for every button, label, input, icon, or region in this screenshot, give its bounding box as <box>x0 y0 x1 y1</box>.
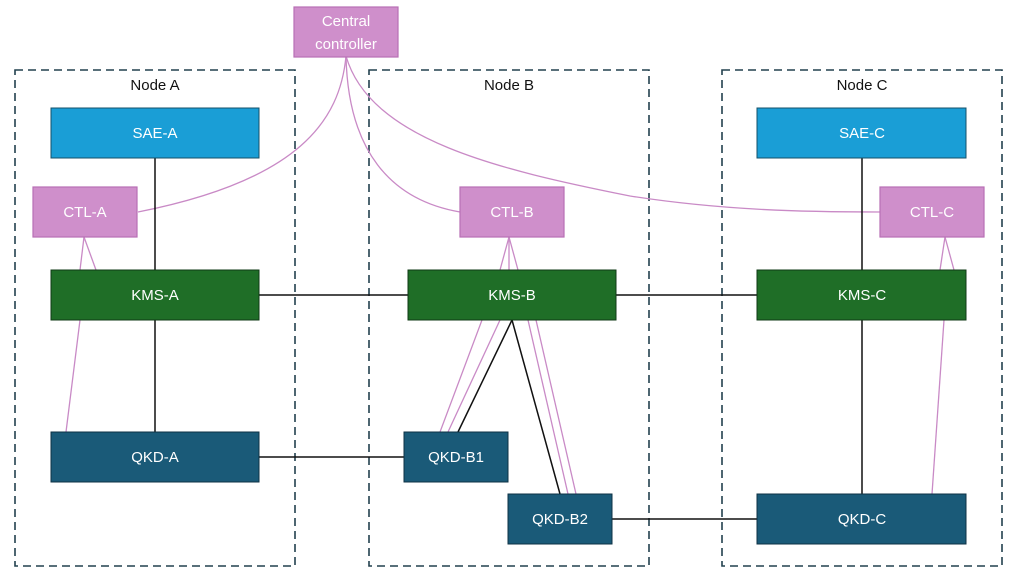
central-controller: Central controller <box>293 6 399 58</box>
node-c-container <box>721 69 1003 567</box>
kms-c-box: KMS-C <box>756 269 967 321</box>
link-kms-b-qkd-b2-ctl-1 <box>527 319 569 495</box>
link-controller-ctl-a <box>137 55 347 213</box>
link-kms-b-qkd-b2 <box>511 319 561 495</box>
link-kms-b-qkd-b1-ctl-2 <box>447 319 501 433</box>
controller-links <box>137 55 881 213</box>
link-ctl-a-kms-a-1 <box>79 236 85 271</box>
link-kms-b-qkd-b1 <box>457 319 513 433</box>
node-c-title: Node C <box>837 77 888 94</box>
sae-a-label: SAE-A <box>132 125 177 142</box>
link-ctl-b-kms-b-3 <box>508 236 519 271</box>
kms-a-label: KMS-A <box>131 287 179 304</box>
ctl-a-box: CTL-A <box>32 186 138 238</box>
kms-a-box: KMS-A <box>50 269 260 321</box>
qkd-b1-label: QKD-B1 <box>428 449 484 466</box>
ctl-links <box>65 236 955 495</box>
node-a-title: Node A <box>130 77 179 94</box>
link-controller-ctl-c <box>345 55 881 213</box>
kms-b-box: KMS-B <box>407 269 617 321</box>
link-kms-a-qkd-a-ctl <box>65 319 81 433</box>
qkd-a-box: QKD-A <box>50 431 260 483</box>
sae-c-label: SAE-C <box>839 125 885 142</box>
kms-c-label: KMS-C <box>838 287 887 304</box>
qkd-b2-label: QKD-B2 <box>532 511 588 528</box>
sae-a-box: SAE-A <box>50 107 260 159</box>
key-links <box>154 158 863 520</box>
node-b-title: Node B <box>484 77 534 94</box>
ctl-a-label: CTL-A <box>63 204 106 221</box>
ctl-b-box: CTL-B <box>459 186 565 238</box>
link-kms-b-qkd-b1-ctl-1 <box>439 319 483 433</box>
qkd-a-label: QKD-A <box>131 449 179 466</box>
link-kms-b-qkd-b2-ctl-2 <box>535 319 577 495</box>
node-a-container <box>14 69 296 567</box>
central-controller-label-line1: Central <box>322 13 370 30</box>
ctl-c-label: CTL-C <box>910 204 954 221</box>
link-controller-ctl-b <box>345 55 461 213</box>
qkd-c-label: QKD-C <box>838 511 887 528</box>
sae-c-box: SAE-C <box>756 107 967 159</box>
link-ctl-b-kms-b-1 <box>499 236 510 271</box>
kms-b-label: KMS-B <box>488 287 536 304</box>
link-kms-c-qkd-c-ctl <box>931 319 945 495</box>
node-b-container <box>368 69 650 567</box>
qkd-c-box: QKD-C <box>756 493 967 545</box>
link-ctl-c-kms-c-2 <box>944 236 955 271</box>
ctl-c-box: CTL-C <box>879 186 985 238</box>
qkd-b2-box: QKD-B2 <box>507 493 613 545</box>
ctl-b-label: CTL-B <box>490 204 533 221</box>
link-ctl-a-kms-a-2 <box>83 236 97 271</box>
link-ctl-c-kms-c-1 <box>939 236 946 271</box>
central-controller-label-line2: controller <box>315 36 377 53</box>
qkd-b1-box: QKD-B1 <box>403 431 509 483</box>
